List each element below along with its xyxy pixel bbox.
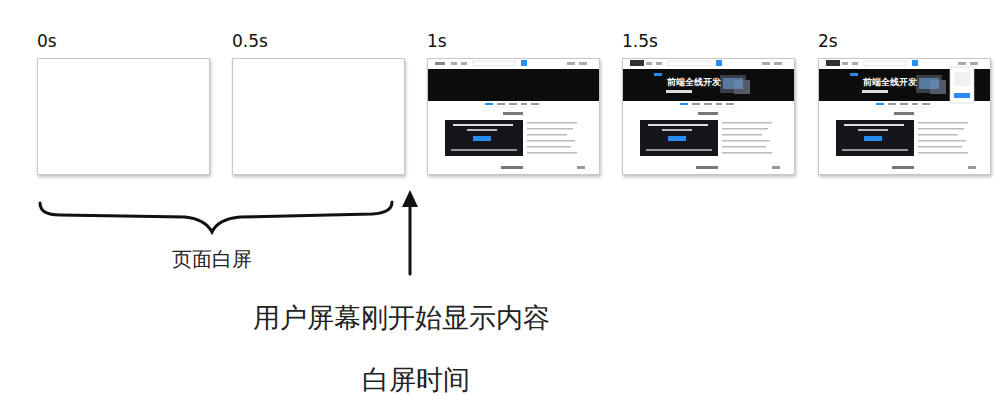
blank-screenshot <box>37 58 210 175</box>
screen-frame: 前端全线开发 <box>818 58 991 175</box>
timeline-frame: 0s <box>37 30 210 175</box>
time-label: 0.5s <box>232 30 405 58</box>
annotation: 用户屏幕刚开始显示内容 <box>253 300 550 336</box>
blank-screenshot <box>232 58 405 175</box>
banner-text: 前端全线开发 <box>667 76 721 89</box>
timeline-frame: 0.5s <box>232 30 405 175</box>
timeline-frame: 1.5s 前端全线开发 <box>622 30 795 175</box>
banner-text: 前端全线开发 <box>863 76 917 89</box>
brace <box>40 202 392 232</box>
page-screenshot <box>427 58 600 175</box>
screen-frame <box>427 58 600 175</box>
annotation: 白屏时间 <box>362 362 470 398</box>
time-label: 0s <box>37 30 210 58</box>
arrow-line <box>409 203 412 274</box>
page-screenshot <box>622 58 795 175</box>
time-label: 1s <box>427 30 600 58</box>
timeline-frame: 1s <box>427 30 600 175</box>
screen-frame <box>37 58 210 175</box>
time-label: 1.5s <box>622 30 795 58</box>
screen-frame <box>232 58 405 175</box>
annotation: 页面白屏 <box>172 246 252 273</box>
timeline-frame: 2s 前端全线开发 <box>818 30 991 175</box>
page-screenshot <box>818 58 991 175</box>
time-label: 2s <box>818 30 991 58</box>
arrow-head <box>402 190 418 207</box>
screen-frame: 前端全线开发 <box>622 58 795 175</box>
